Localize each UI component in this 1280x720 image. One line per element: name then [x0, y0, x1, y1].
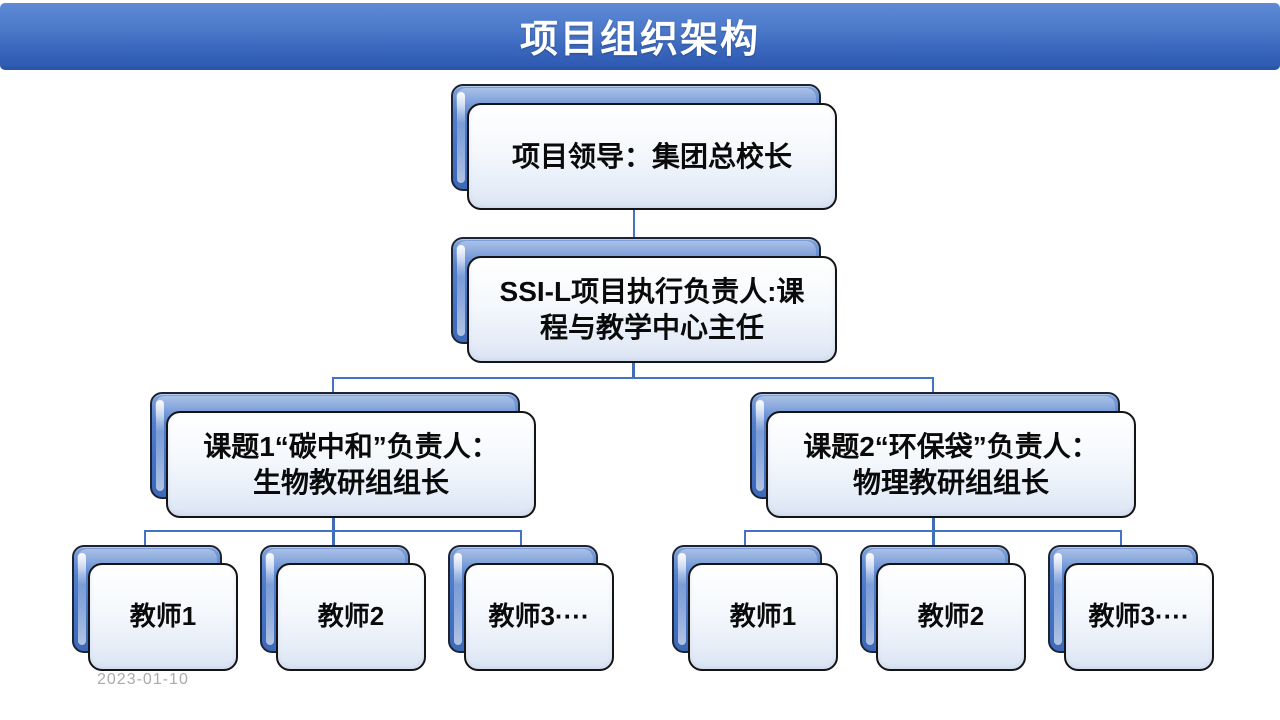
connector-level2-stub [632, 355, 635, 379]
org-node-branch2-teacher3: 教师3···· [1048, 545, 1214, 671]
node-face-box: 教师2 [276, 563, 426, 671]
node-face-box: 课题1“碳中和”负责人： 生物教研组组长 [166, 411, 536, 518]
connector-drop-branch1 [332, 377, 334, 395]
org-node-branch2-teacher2: 教师2 [860, 545, 1026, 671]
node-label: 教师1 [729, 601, 797, 632]
node-face-box: 教师3···· [1064, 563, 1214, 671]
node-face-box: 课题2“环保袋”负责人： 物理教研组组长 [766, 411, 1136, 518]
org-node-topic2-lead: 课题2“环保袋”负责人： 物理教研组组长 [750, 392, 1136, 518]
node-label: 教师3···· [488, 601, 590, 632]
node-face-box: 教师1 [88, 563, 238, 671]
node-label: 教师1 [129, 601, 197, 632]
slide-date: 2023-01-10 [97, 671, 189, 688]
node-label: 教师2 [917, 601, 985, 632]
connector-level2-bus [333, 377, 934, 379]
slide-title: 项目组织架构 [519, 18, 760, 61]
node-face-box: 教师1 [688, 563, 838, 671]
org-node-project-leader: 项目领导：集团总校长 [451, 84, 837, 210]
connector-branch1-bus [145, 530, 522, 532]
node-label: SSI-L项目执行负责人:课 程与教学中心主任 [499, 275, 805, 343]
node-label: 课题2“环保袋”负责人： 物理教研组组长 [803, 430, 1099, 498]
node-face-box: 项目领导：集团总校长 [467, 103, 837, 210]
org-node-branch1-teacher3: 教师3···· [448, 545, 614, 671]
connector-drop-branch1-teacher3 [520, 530, 522, 548]
node-label: 课题1“碳中和”负责人： 生物教研组组长 [203, 430, 499, 498]
connector-branch2-bus [745, 530, 1122, 532]
org-node-executive-lead: SSI-L项目执行负责人:课 程与教学中心主任 [451, 237, 837, 363]
org-node-topic1-lead: 课题1“碳中和”负责人： 生物教研组组长 [150, 392, 536, 518]
org-node-branch1-teacher1: 教师1 [72, 545, 238, 671]
connector-drop-branch2 [932, 377, 934, 395]
node-face-box: SSI-L项目执行负责人:课 程与教学中心主任 [467, 256, 837, 363]
node-label: 项目领导：集团总校长 [511, 140, 792, 172]
slide-title-bar: 项目组织架构 [0, 3, 1280, 70]
connector-drop-branch1-teacher1 [144, 530, 146, 548]
connector-level1-level2 [633, 200, 635, 240]
node-face-box: 教师3···· [464, 563, 614, 671]
node-label: 教师3···· [1088, 601, 1190, 632]
connector-drop-branch2-teacher1 [744, 530, 746, 548]
connector-drop-branch2-teacher3 [1120, 530, 1122, 548]
node-face-box: 教师2 [876, 563, 1026, 671]
org-node-branch2-teacher1: 教师1 [672, 545, 838, 671]
node-label: 教师2 [317, 601, 385, 632]
org-node-branch1-teacher2: 教师2 [260, 545, 426, 671]
